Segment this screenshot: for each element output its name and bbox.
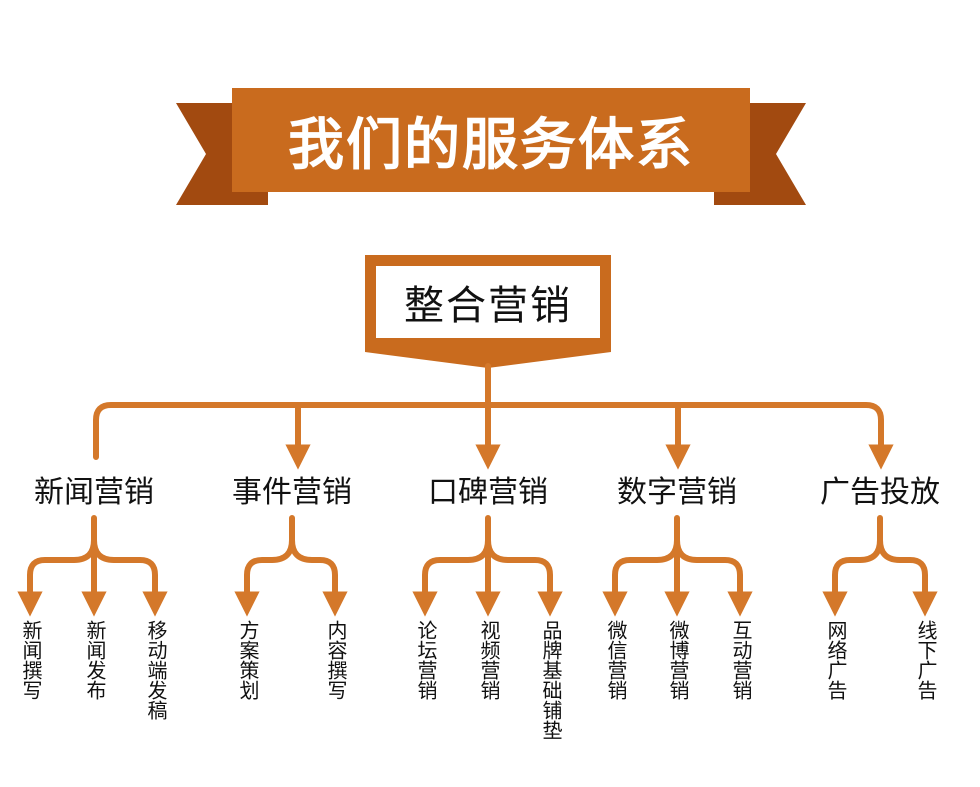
category-advertising: 广告投放	[820, 475, 940, 510]
sub-item-news-release: 新闻发布	[83, 620, 107, 700]
category-digital-marketing: 数字营销	[617, 475, 737, 510]
sub-item-interactive-marketing: 互动营销	[729, 620, 753, 700]
sub-item-offline-ads: 线下广告	[914, 620, 938, 700]
sub-item-wechat-marketing: 微信营销	[604, 620, 628, 700]
sub-item-weibo-marketing: 微博营销	[666, 620, 690, 700]
category-event-marketing: 事件营销	[232, 475, 352, 510]
sub-connectors	[17, 515, 938, 617]
sub-item-brand-foundation: 品牌基础铺垫	[539, 620, 563, 740]
page-title: 我们的服务体系	[288, 112, 694, 178]
sub-item-mobile-posting: 移动端发稿	[144, 620, 168, 720]
sub-item-news-writing: 新闻撰写	[19, 620, 43, 700]
sub-item-content-writing: 内容撰写	[324, 620, 348, 700]
category-wom-marketing: 口碑营销	[428, 475, 548, 510]
root-node	[365, 255, 611, 368]
main-connectors	[93, 363, 894, 470]
sub-item-online-ads: 网络广告	[824, 620, 848, 700]
category-news-marketing: 新闻营销	[34, 475, 154, 510]
title-ribbon	[176, 88, 806, 205]
root-node-label: 整合营销	[404, 283, 572, 329]
sub-item-planning: 方案策划	[236, 620, 260, 700]
ribbon-body	[232, 88, 750, 192]
sub-item-video-marketing: 视频营销	[477, 620, 501, 700]
sub-item-forum-marketing: 论坛营销	[414, 620, 438, 700]
